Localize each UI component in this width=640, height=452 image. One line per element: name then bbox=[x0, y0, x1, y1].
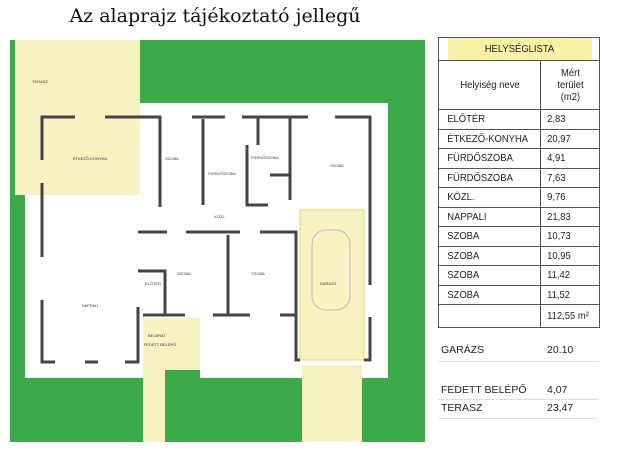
cell-area: 10,95 bbox=[543, 245, 597, 266]
cell-area: 11,52 bbox=[543, 284, 597, 305]
room-label-terasz: TERASZ bbox=[32, 79, 48, 84]
cell-area: 2,83 bbox=[543, 109, 597, 130]
room-label-furdo: FÜRDŐSZOBA bbox=[208, 171, 236, 176]
cell-name: SZOBA bbox=[443, 226, 536, 247]
room-label-furdo: FÜRDŐSZOBA bbox=[251, 155, 279, 160]
empty-cell bbox=[443, 304, 536, 328]
extra-name: TERASZ bbox=[441, 402, 483, 414]
table-row: SZOBA 11,52 bbox=[439, 284, 600, 305]
cell-name: ELŐTÉR bbox=[443, 109, 536, 130]
room-label-szoba: SZOBA bbox=[251, 271, 265, 276]
table-row: SZOBA 10,73 bbox=[439, 226, 600, 247]
cell-area: 20,97 bbox=[543, 128, 597, 149]
room-label-eloter: ELŐTÉR bbox=[145, 281, 161, 286]
room-label-szoba: SZOBA bbox=[177, 271, 191, 276]
table-row: KÖZL. 9,76 bbox=[439, 187, 600, 208]
total-area: 112,55 m² bbox=[543, 304, 597, 328]
cell-name: SZOBA bbox=[443, 284, 536, 305]
cell-name: NAPPALI bbox=[443, 206, 536, 227]
table-row: FÜRDŐSZOBA 7,63 bbox=[439, 167, 600, 188]
extra-area: 20.10 bbox=[547, 344, 574, 356]
cell-name: ÉTKEZŐ-KONYHA bbox=[443, 128, 536, 149]
cell-name: FÜRDŐSZOBA bbox=[443, 148, 536, 169]
extra-name: GARÁZS bbox=[441, 344, 485, 356]
table-row: ÉTKEZŐ-KONYHA 20,97 bbox=[439, 128, 600, 149]
extra-area: 4,07 bbox=[547, 384, 568, 396]
floor-plan: TERASZ ÉTKEZŐ-KONYHA SZOBA FÜRDŐSZOBA FÜ… bbox=[10, 40, 425, 442]
divider bbox=[438, 418, 598, 419]
page-title: Az alaprajz tájékoztató jellegű bbox=[69, 5, 361, 27]
cell-area: 4,91 bbox=[543, 148, 597, 169]
cell-name: FÜRDŐSZOBA bbox=[443, 167, 536, 188]
garage-floor bbox=[299, 209, 365, 361]
room-label-szoba: SZOBA bbox=[330, 163, 344, 168]
table-title: HELYSÉGLISTA bbox=[446, 37, 592, 61]
room-label-garazs: GARÁZS bbox=[320, 281, 337, 286]
room-label-szoba: SZOBA bbox=[165, 156, 179, 161]
table-row: FÜRDŐSZOBA 4,91 bbox=[439, 148, 600, 169]
room-label-kozl: KÖZL. bbox=[214, 214, 226, 219]
divider bbox=[438, 399, 598, 400]
driveway bbox=[302, 365, 362, 442]
extra-name: FEDETT BELÉPŐ bbox=[441, 384, 527, 396]
table-row: NAPPALI 21,83 bbox=[439, 206, 600, 227]
room-label-bejarat: BEJÁRAT bbox=[148, 333, 166, 338]
cell-name: SZOBA bbox=[443, 245, 536, 266]
divider bbox=[438, 361, 598, 362]
cell-name: SZOBA bbox=[443, 265, 536, 286]
cell-area: 10,73 bbox=[543, 226, 597, 247]
cell-area: 21,83 bbox=[543, 206, 597, 227]
room-label-etkezo: ÉTKEZŐ-KONYHA bbox=[73, 156, 108, 161]
walkway bbox=[143, 370, 165, 442]
table-row: ELŐTÉR 2,83 bbox=[439, 109, 600, 130]
cell-name: KÖZL. bbox=[443, 187, 536, 208]
room-label-nappali: NAPPALI bbox=[82, 303, 99, 308]
total-row: 112,55 m² bbox=[439, 304, 600, 328]
table-row: SZOBA 10,95 bbox=[439, 245, 600, 266]
cell-area: 7,63 bbox=[543, 167, 597, 188]
extra-area: 23,47 bbox=[547, 402, 574, 414]
column-header-area: Mért terület (m2) bbox=[543, 60, 597, 110]
car-icon bbox=[311, 229, 351, 311]
lawn-patch bbox=[165, 370, 200, 442]
walls bbox=[40, 115, 372, 364]
room-label-fedett: FEDETT BELÉPŐ bbox=[144, 342, 177, 347]
room-labels: TERASZ ÉTKEZŐ-KONYHA SZOBA FÜRDŐSZOBA FÜ… bbox=[32, 79, 344, 347]
column-header-name: Helyiség neve bbox=[443, 60, 536, 110]
cell-area: 11,42 bbox=[543, 265, 597, 286]
cell-area: 9,76 bbox=[543, 187, 597, 208]
table-row: SZOBA 11,42 bbox=[439, 265, 600, 286]
